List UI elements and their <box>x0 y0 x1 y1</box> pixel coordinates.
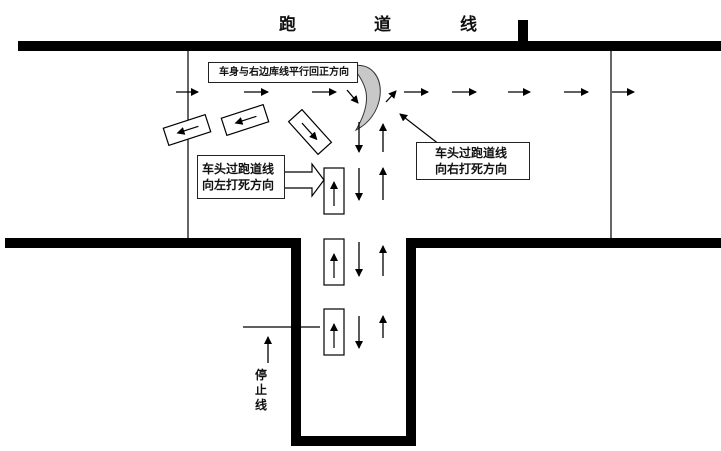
car-5 <box>323 238 345 286</box>
track-line-post <box>518 20 528 42</box>
label-right-line-2: 向右打死方向 <box>435 162 508 176</box>
title-char-3: 线 <box>460 15 477 35</box>
stop-line-char-3: 线 <box>254 398 267 412</box>
label-parallel-turn-text: 车身与右边库线平行回正方向 <box>219 67 349 78</box>
stop-line-char-2: 止 <box>254 383 267 397</box>
title-char-2: 道 <box>374 15 391 35</box>
label-right-line-1: 车头过跑道线 <box>435 146 508 160</box>
left-callout-arrow <box>283 162 325 198</box>
label-left-full-lock: 车头过跑道线 向左打死方向 <box>197 155 285 199</box>
vertical-arrows <box>355 122 387 349</box>
car-2 <box>220 103 270 137</box>
running-track-line <box>18 41 721 51</box>
label-parallel-turn: 车身与右边库线平行回正方向 <box>208 62 358 83</box>
car-4 <box>323 167 345 215</box>
car-1 <box>162 113 212 147</box>
garage-outline <box>5 238 721 446</box>
label-left-line-1: 车头过跑道线 <box>202 162 275 176</box>
title-char-1: 跑 <box>279 15 296 35</box>
turn-sweep <box>351 64 381 132</box>
label-left-line-2: 向左打死方向 <box>202 178 275 192</box>
stop-line-char-1: 停 <box>254 368 267 382</box>
car-6 <box>323 308 345 356</box>
car-3 <box>287 108 333 156</box>
stop-line-label: 停 止 线 <box>254 368 268 413</box>
travel-arrows <box>176 88 635 104</box>
label-right-full-lock: 车头过跑道线 向右打死方向 <box>416 142 530 180</box>
